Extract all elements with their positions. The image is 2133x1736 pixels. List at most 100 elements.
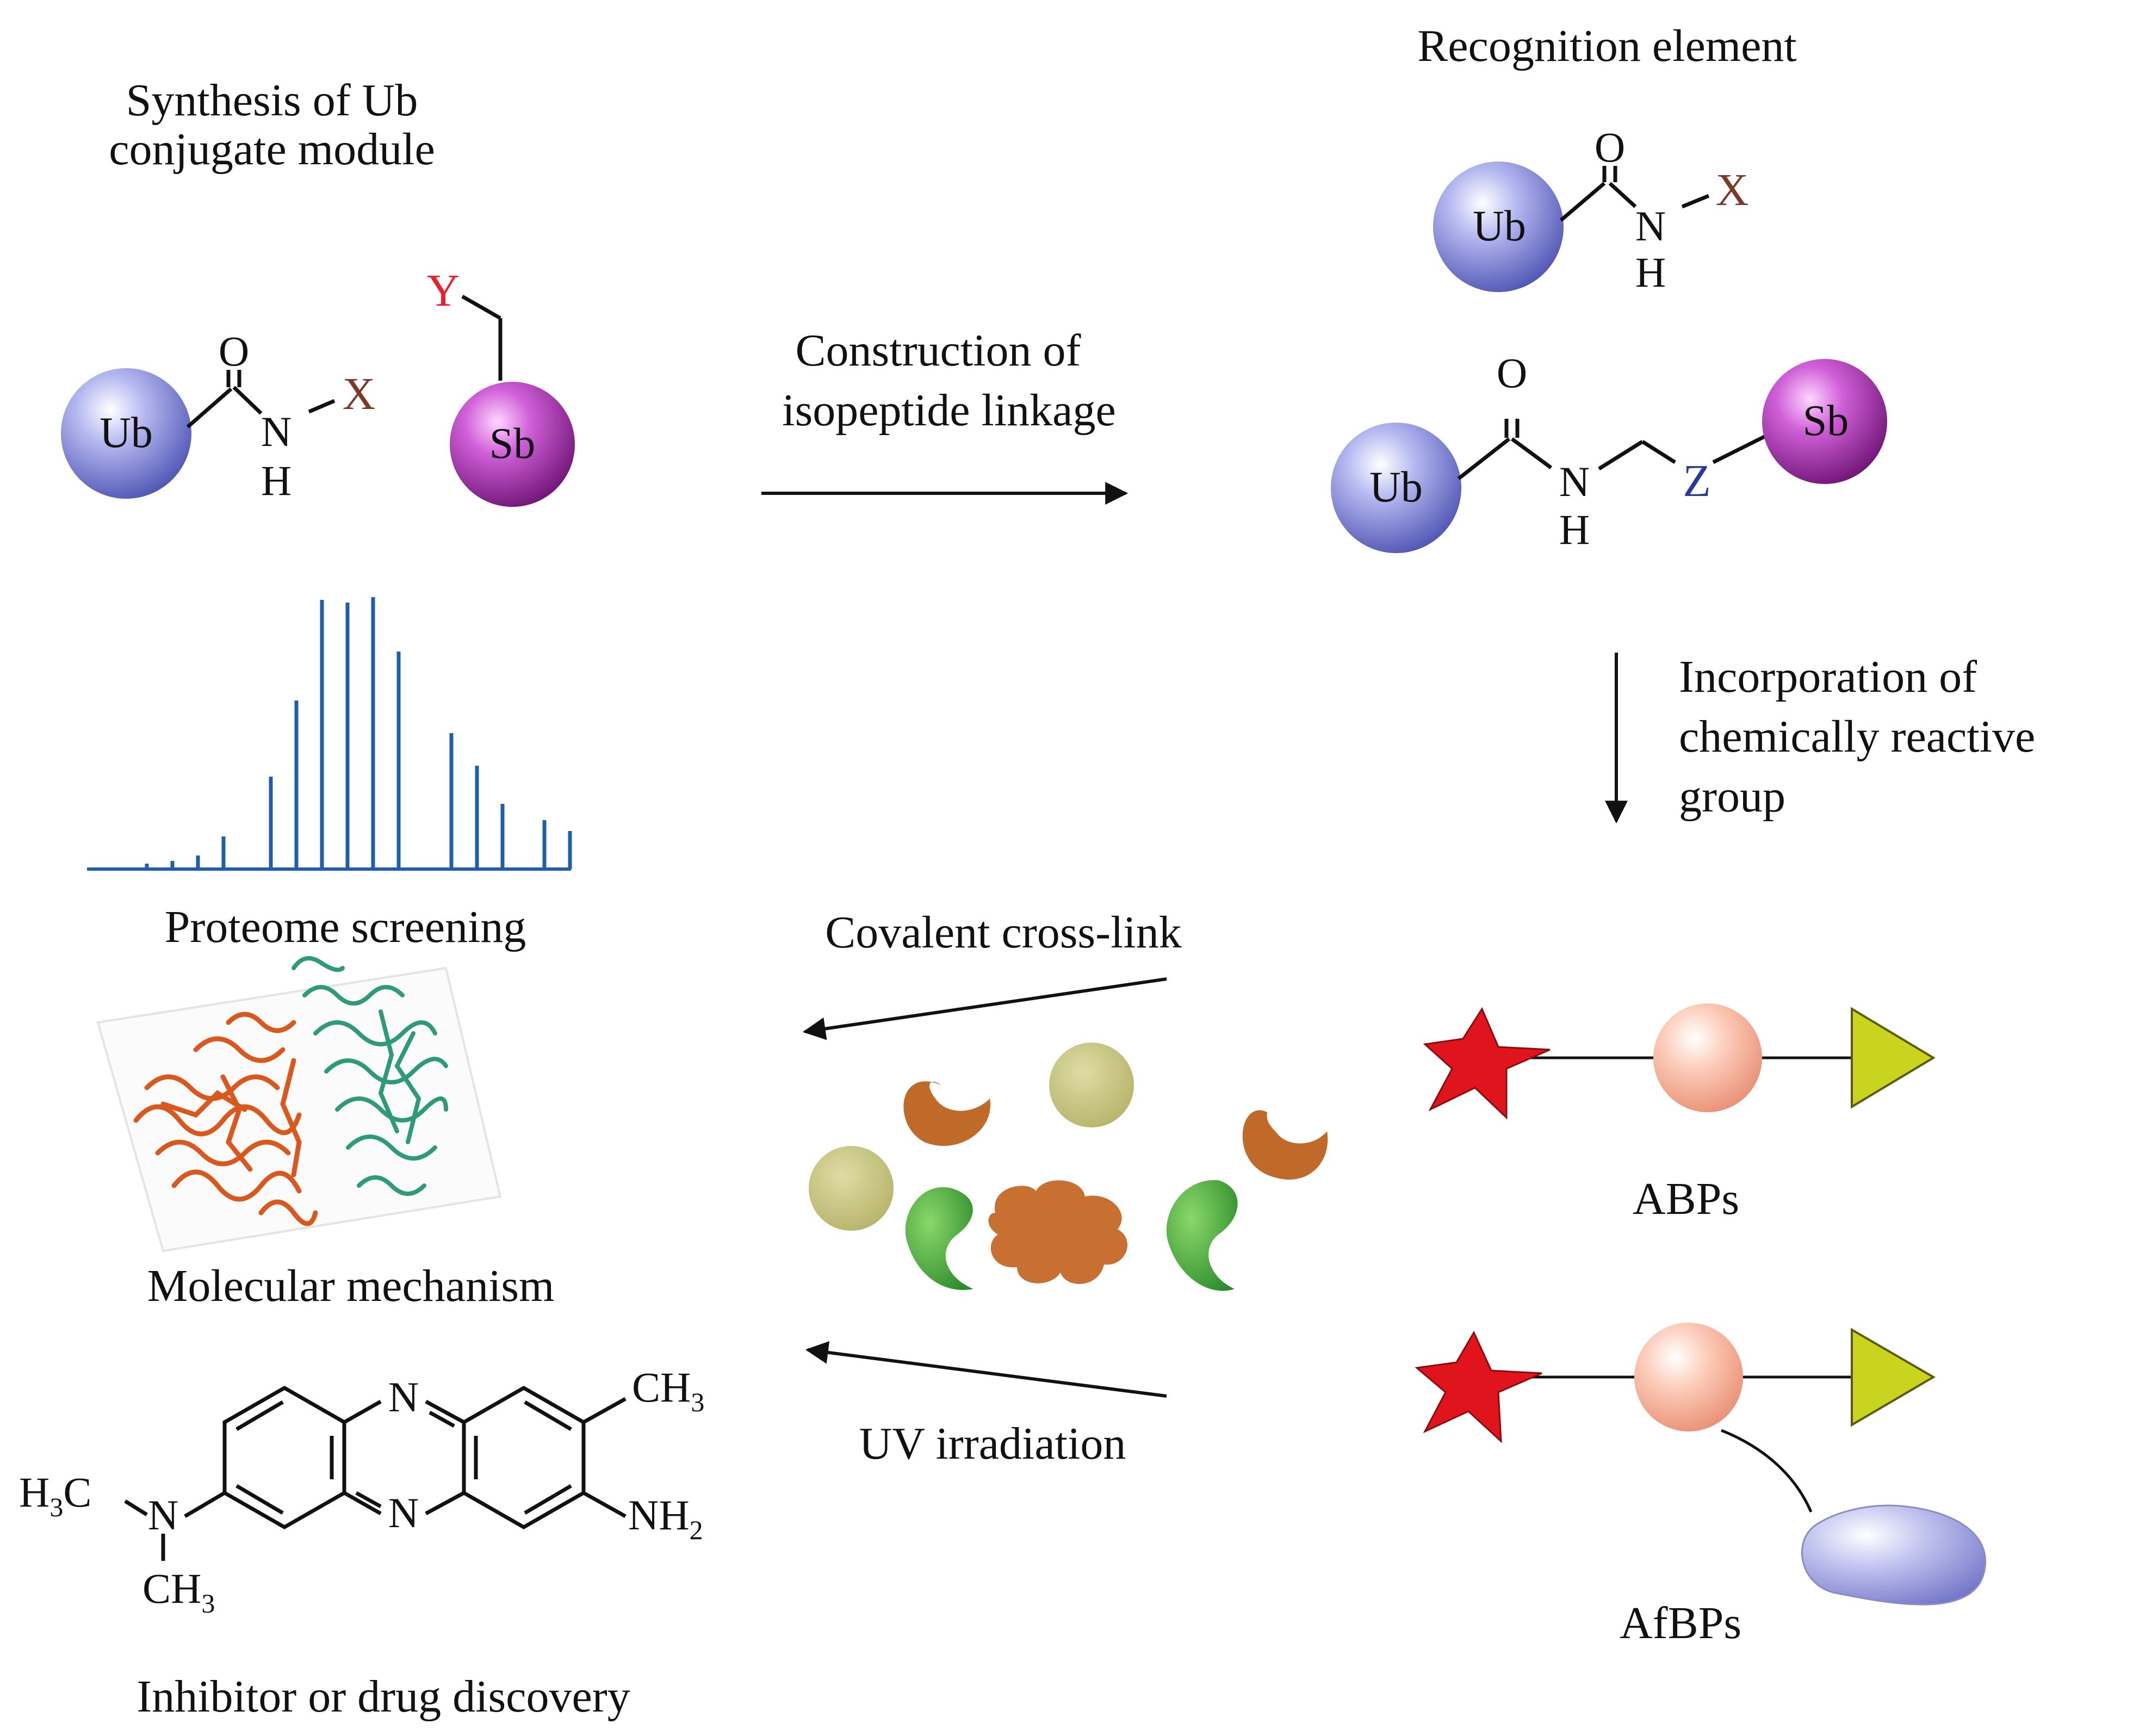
tag-icon: [1801, 1504, 1986, 1605]
cloud-icon: [988, 1180, 1128, 1284]
atom-h: H: [1559, 506, 1590, 553]
inhibitor-label: Inhibitor or drug discovery: [137, 1671, 630, 1722]
ring-bond: [425, 1491, 465, 1516]
atom-o: O: [219, 327, 249, 375]
bond: [1641, 440, 1676, 464]
star-icon: [1423, 1007, 1551, 1120]
sb-sphere: [450, 382, 575, 507]
protein-mixture: [809, 1043, 1328, 1291]
bond: [1510, 437, 1553, 469]
ub-isopeptide-sb-conjugate: Ub O N H Z Sb: [1331, 349, 1887, 553]
nh2-label: NH2: [628, 1491, 703, 1545]
bond: [461, 294, 501, 320]
circle-icon: [809, 1146, 894, 1231]
incorporation-label-line2: chemically reactive: [1679, 711, 2035, 762]
bond: [186, 387, 233, 429]
crescent-icon: [1242, 1110, 1328, 1180]
sb-sphere-label: Sb: [1803, 397, 1849, 445]
triangle-icon: [1851, 1007, 1936, 1109]
atom-h: H: [1635, 249, 1666, 296]
drop-icon: [905, 1187, 974, 1290]
atom-h: H: [261, 457, 292, 504]
crescent-icon: [903, 1081, 990, 1146]
atom-n: N: [1559, 458, 1590, 505]
abp-probe: [1423, 1003, 1936, 1120]
ring-bond: [343, 1399, 382, 1424]
bond: [1681, 194, 1710, 209]
synthesis-title-line2: conjugate module: [109, 124, 435, 175]
star-icon: [1415, 1330, 1542, 1443]
atom-x: X: [343, 369, 376, 419]
bond: [1559, 182, 1606, 222]
h3c-label: H3C: [19, 1468, 91, 1522]
ring-n-bottom: N: [388, 1489, 419, 1536]
atom-o: O: [1497, 349, 1527, 396]
ub-sphere: [1433, 162, 1564, 292]
covalent-arrow: [802, 977, 1167, 1040]
phenazine-labels: N N CH3 NH2 H3C N CH3: [19, 1363, 704, 1619]
ub-sphere: [1331, 423, 1461, 553]
ub-amide-x-structure: Ub O N H X: [61, 327, 375, 504]
protein-chain-b: [292, 956, 448, 1196]
bond-nh2: [582, 1491, 627, 1518]
bead-icon: [1634, 1323, 1743, 1431]
sb-sphere: [1762, 359, 1887, 484]
atom-y: Y: [427, 265, 460, 316]
bond-n: [184, 1491, 226, 1518]
ub-sphere-label: Ub: [1369, 463, 1423, 511]
spectrum-peaks: [145, 597, 572, 869]
atom-o: O: [1595, 123, 1625, 171]
afbp-probe: [1415, 1323, 1986, 1605]
atom-n: N: [1635, 202, 1666, 250]
right-ring-inner-bond-3: [524, 1484, 572, 1515]
construction-label-line1: Construction of: [796, 325, 1081, 376]
protein-box: [96, 966, 502, 1253]
uv-label: UV irradiation: [859, 1418, 1126, 1469]
phenazine-structure: [124, 1385, 627, 1561]
bond-ch3: [582, 1397, 627, 1424]
atom-z: Z: [1683, 456, 1710, 506]
ub-sphere-label: Ub: [100, 409, 153, 457]
circle-icon: [1049, 1043, 1134, 1127]
protein-chain-a: [133, 1012, 318, 1226]
y-sb-structure: Y Sb: [427, 265, 575, 507]
bond: [308, 399, 336, 414]
sb-sphere-label: Sb: [489, 420, 536, 468]
construction-label-line2: isopeptide linkage: [782, 385, 1116, 436]
left-ring: [222, 1385, 346, 1530]
synthesis-title-line1: Synthesis of Ub: [126, 75, 418, 126]
ring-n-top: N: [388, 1373, 419, 1421]
proteome-label: Proteome screening: [165, 902, 526, 952]
ch3-label: CH3: [632, 1363, 704, 1417]
atom-x: X: [1716, 165, 1749, 215]
incorporation-label-line1: Incorporation of: [1679, 652, 1977, 702]
left-ring-inner-bond-2: [235, 1484, 284, 1515]
ms-spectrum: [87, 597, 572, 871]
bond: [1598, 440, 1644, 470]
ring-inner-bond: [429, 1410, 455, 1428]
ring-bond: [425, 1399, 465, 1424]
ub-amide-x-recognition: Ub O N H X: [1433, 123, 1748, 296]
afbps-label: AfBPs: [1620, 1598, 1741, 1648]
molecular-label: Molecular mechanism: [147, 1261, 555, 1311]
bond: [1712, 433, 1769, 464]
afbp-tag-linker: [1721, 1429, 1813, 1512]
bond: [1608, 182, 1637, 208]
covalent-label: Covalent cross-link: [825, 907, 1182, 958]
protein-structure-image: [96, 956, 502, 1253]
atom-n: N: [261, 408, 292, 455]
ub-sphere-label: Ub: [1473, 202, 1526, 250]
ring-inner-bond: [355, 1491, 382, 1509]
ub-sphere: [61, 368, 191, 499]
bond-h3c: [124, 1499, 148, 1516]
uv-arrow: [805, 1341, 1167, 1398]
recognition-title: Recognition element: [1417, 21, 1796, 71]
right-ring: [462, 1385, 586, 1530]
right-ring-inner-bond-2: [524, 1400, 572, 1431]
bead-icon: [1653, 1003, 1762, 1112]
bond: [232, 386, 263, 415]
left-ring-inner-bond: [235, 1400, 284, 1431]
triangle-icon: [1851, 1328, 1936, 1427]
abps-label: ABPs: [1633, 1174, 1739, 1224]
